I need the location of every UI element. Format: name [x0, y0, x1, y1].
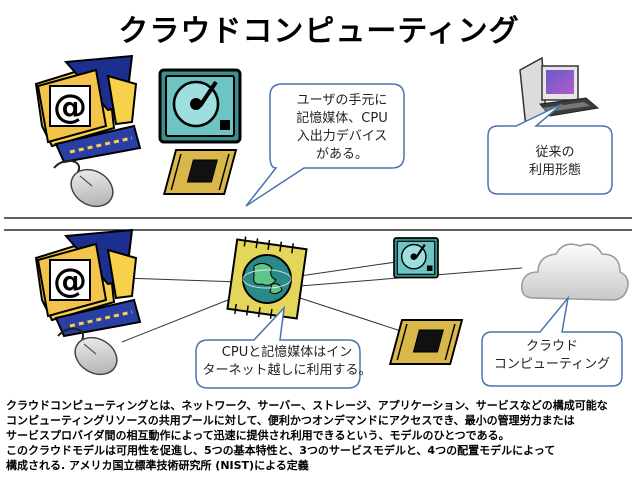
bubble-cloud-text: クラウド コンピューティング: [484, 338, 620, 374]
bubble-user-line: 記憶媒体、CPU: [296, 111, 388, 126]
cpu-chip-icon-bottom: [389, 319, 463, 365]
slide-title: クラウドコンピューティング: [118, 14, 520, 49]
bubble-user-line: 入出力デバイス: [296, 129, 388, 144]
definition-line: このクラウドモデルは可用性を促進し、5つの基本特性と、3つのサービスモデルと、4…: [6, 444, 556, 457]
email-icon-top: [34, 54, 142, 164]
bubble-traditional-line: 利用形態: [528, 163, 581, 178]
definition-line: コンピューティングリソースの共用プールに対して、便利かつオンデマンドにアクセスで…: [6, 414, 575, 427]
cloud-icon: [521, 243, 629, 301]
bubble-cpu: [195, 305, 361, 389]
hard-disk-icon-bottom: [392, 236, 440, 279]
desktop-computer-icon: [519, 56, 600, 130]
mouse-icon-top: [53, 159, 121, 215]
definition-line: サービスプロバイダ間の相互動作によって迅速に提供され利用できるという、モデルのひ…: [6, 429, 510, 442]
definition-line: 構成される. アメリカ国立標準技術研究所 (NIST)による定義: [6, 459, 309, 472]
mouse-icon-bottom: [57, 327, 125, 383]
bubble-cpu-line: CPUと記憶媒体はイン: [221, 345, 353, 360]
cpu-chip-icon-top: [163, 149, 237, 195]
hard-disk-icon-top: [158, 68, 242, 144]
bubble-user-line: がある。: [315, 147, 368, 162]
bubble-cpu-line: ターネット越しに利用する。: [202, 363, 372, 378]
email-icon-bottom: [34, 228, 142, 338]
bubble-cloud-line: コンピューティング: [493, 357, 611, 372]
connector-lines: [121, 261, 523, 343]
bubble-cpu-text: CPUと記憶媒体はイン ターネット越しに利用する。: [198, 344, 376, 380]
bubble-user-text: ユーザの手元に 記憶媒体、CPU 入出力デバイス がある。: [270, 92, 414, 164]
globe-chip-icon: [226, 236, 308, 321]
bubble-traditional: [487, 103, 613, 195]
bubble-user-line: ユーザの手元に: [296, 93, 388, 108]
nist-definition: クラウドコンピューティングとは、ネットワーク、サーバー、ストレージ、アプリケーシ…: [6, 398, 634, 473]
bubble-user: [245, 83, 405, 207]
bubble-cloud-line: クラウド: [525, 339, 578, 354]
bubble-traditional-text: 従来の 利用形態: [490, 144, 620, 180]
definition-line: クラウドコンピューティングとは、ネットワーク、サーバー、ストレージ、アプリケーシ…: [6, 399, 608, 412]
bubble-cloud: [481, 295, 623, 387]
bubble-traditional-line: 従来の: [535, 145, 575, 160]
